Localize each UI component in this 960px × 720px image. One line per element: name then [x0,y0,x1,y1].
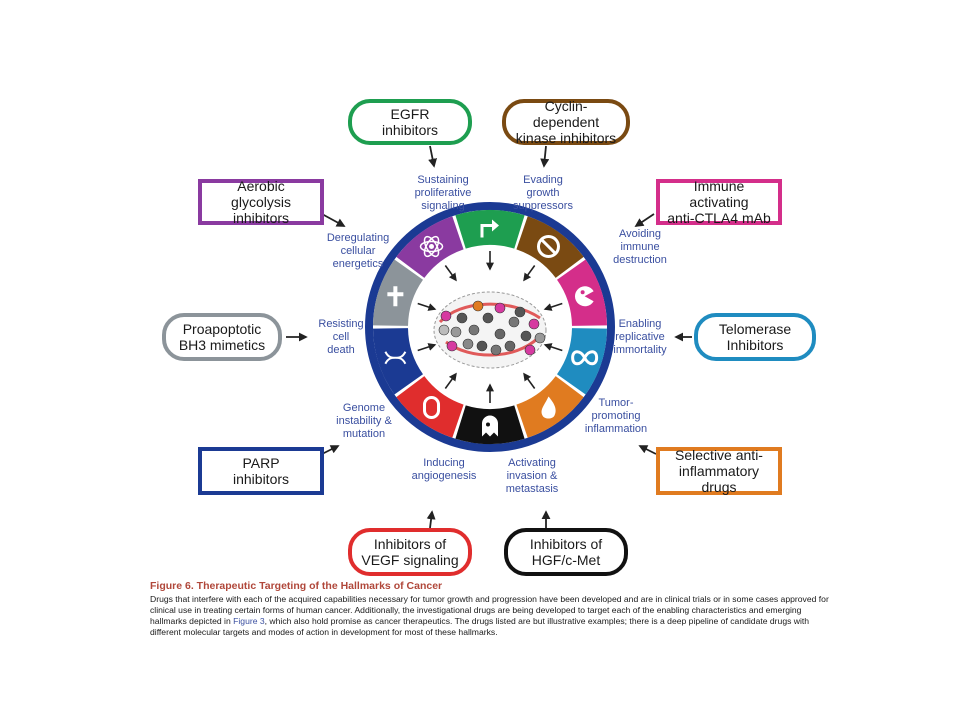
drug-arrow [426,510,436,529]
hallmark-immune-destruction-label: Avoiding immune destruction [613,228,667,266]
inner-arrow [523,265,536,282]
cross-icon [387,286,404,307]
drug-arrow [540,145,550,168]
infinity-icon [571,350,599,366]
hallmark-replicative-immortality-label: Enabling replicative immortality [613,318,667,356]
tumor-cell [514,306,526,318]
vegf-inhibitors-box: Inhibitors of VEGF signaling [348,528,472,576]
tumor-cell [476,340,488,352]
arrow-up-right-icon [480,219,499,238]
inner-arrow [417,302,437,311]
vessel-icon [423,395,441,419]
figure-caption: Figure 6. Therapeutic Targeting of the H… [150,580,830,638]
hallmark-genome-instability-label: Genome instability & mutation [336,402,392,440]
caption-title: Figure 6. Therapeutic Targeting of the H… [150,580,443,592]
tumor-cell [482,312,494,324]
inner-arrow [523,372,536,389]
tumor-cell [520,330,532,342]
hallmark-invasion-label: Activating invasion & metastasis [505,457,559,495]
tumor-cell [462,338,474,350]
egfr-inhibitors-box: EGFR inhibitors [348,99,472,145]
inner-arrow [417,343,437,352]
tumor-cell [508,316,520,328]
hallmark-angiogenesis-label: Inducing angiogenesis [411,457,477,482]
drug-arrow [638,445,657,455]
no-entry-icon [536,235,560,259]
caption-body: Drugs that interfere with each of the ac… [150,594,830,638]
caption-body-start: Drugs that interfere with each of the ac… [150,594,829,626]
caption-body-end: , which also hold promise as cancer ther… [150,616,810,637]
tumor-cell [438,324,450,336]
flame-icon [541,396,556,419]
tumor-cluster-icon [433,291,547,369]
tumor-cell [456,312,468,324]
inner-arrow [543,302,563,311]
dna-icon [384,351,407,365]
tumor-cell [468,324,480,336]
hallmark-proliferative-label: Sustaining proliferative signaling [414,174,472,212]
tumor-cell [504,340,516,352]
drug-arrow [321,445,340,455]
telomerase-inhibitors-box: Telomerase Inhibitors [694,313,816,361]
tumor-cell [524,344,536,356]
hgf-cmet-inhibitors-box: Inhibitors of HGF/c-Met [504,528,628,576]
tumor-cell [490,344,502,356]
bh3-mimetics-box: Proapoptotic BH3 mimetics [162,313,282,361]
wheel-segment [396,376,464,438]
inner-arrow [444,372,457,389]
wheel-segment [455,210,525,249]
wheel-segment [373,328,423,395]
tumor-cell [528,318,540,330]
selective-anti-inflammatory-box: Selective anti- inflammatory drugs [656,447,782,495]
drug-arrow [634,213,655,227]
tumor-cell [440,310,452,322]
parp-inhibitors-box: PARP inhibitors [198,447,324,495]
tumor-cell [494,328,506,340]
hallmark-inflammation-label: Tumor- promoting inflammation [584,397,648,435]
figure-3-link[interactable]: Figure 3 [233,616,265,626]
pacman-icon [574,286,594,307]
inner-arrow [543,343,563,352]
drug-arrow [321,213,346,227]
tumor-cell [534,332,546,344]
tumor-cell [472,300,484,312]
anti-ctla4-box: Immune activating anti-CTLA4 mAb [656,178,782,226]
drug-arrow [428,145,438,168]
hallmark-growth-suppressors-label: Evading growth suppressors [513,174,573,212]
atom-icon [419,235,444,258]
aerobic-glycolysis-inhibitors-box: Aerobic glycolysis inhibitors [198,178,324,226]
cdk-inhibitors-box: Cyclin-dependent kinase inhibitors [502,98,630,146]
tumor-cell [450,326,462,338]
ghost-cell-icon [482,415,498,437]
tumor-cell [494,302,506,314]
inner-arrow [444,265,457,282]
hallmark-energetics-label: Deregulating cellular energetics [326,232,390,270]
hallmark-cell-death-label: Resisting cell death [318,318,364,356]
tumor-cell [446,340,458,352]
